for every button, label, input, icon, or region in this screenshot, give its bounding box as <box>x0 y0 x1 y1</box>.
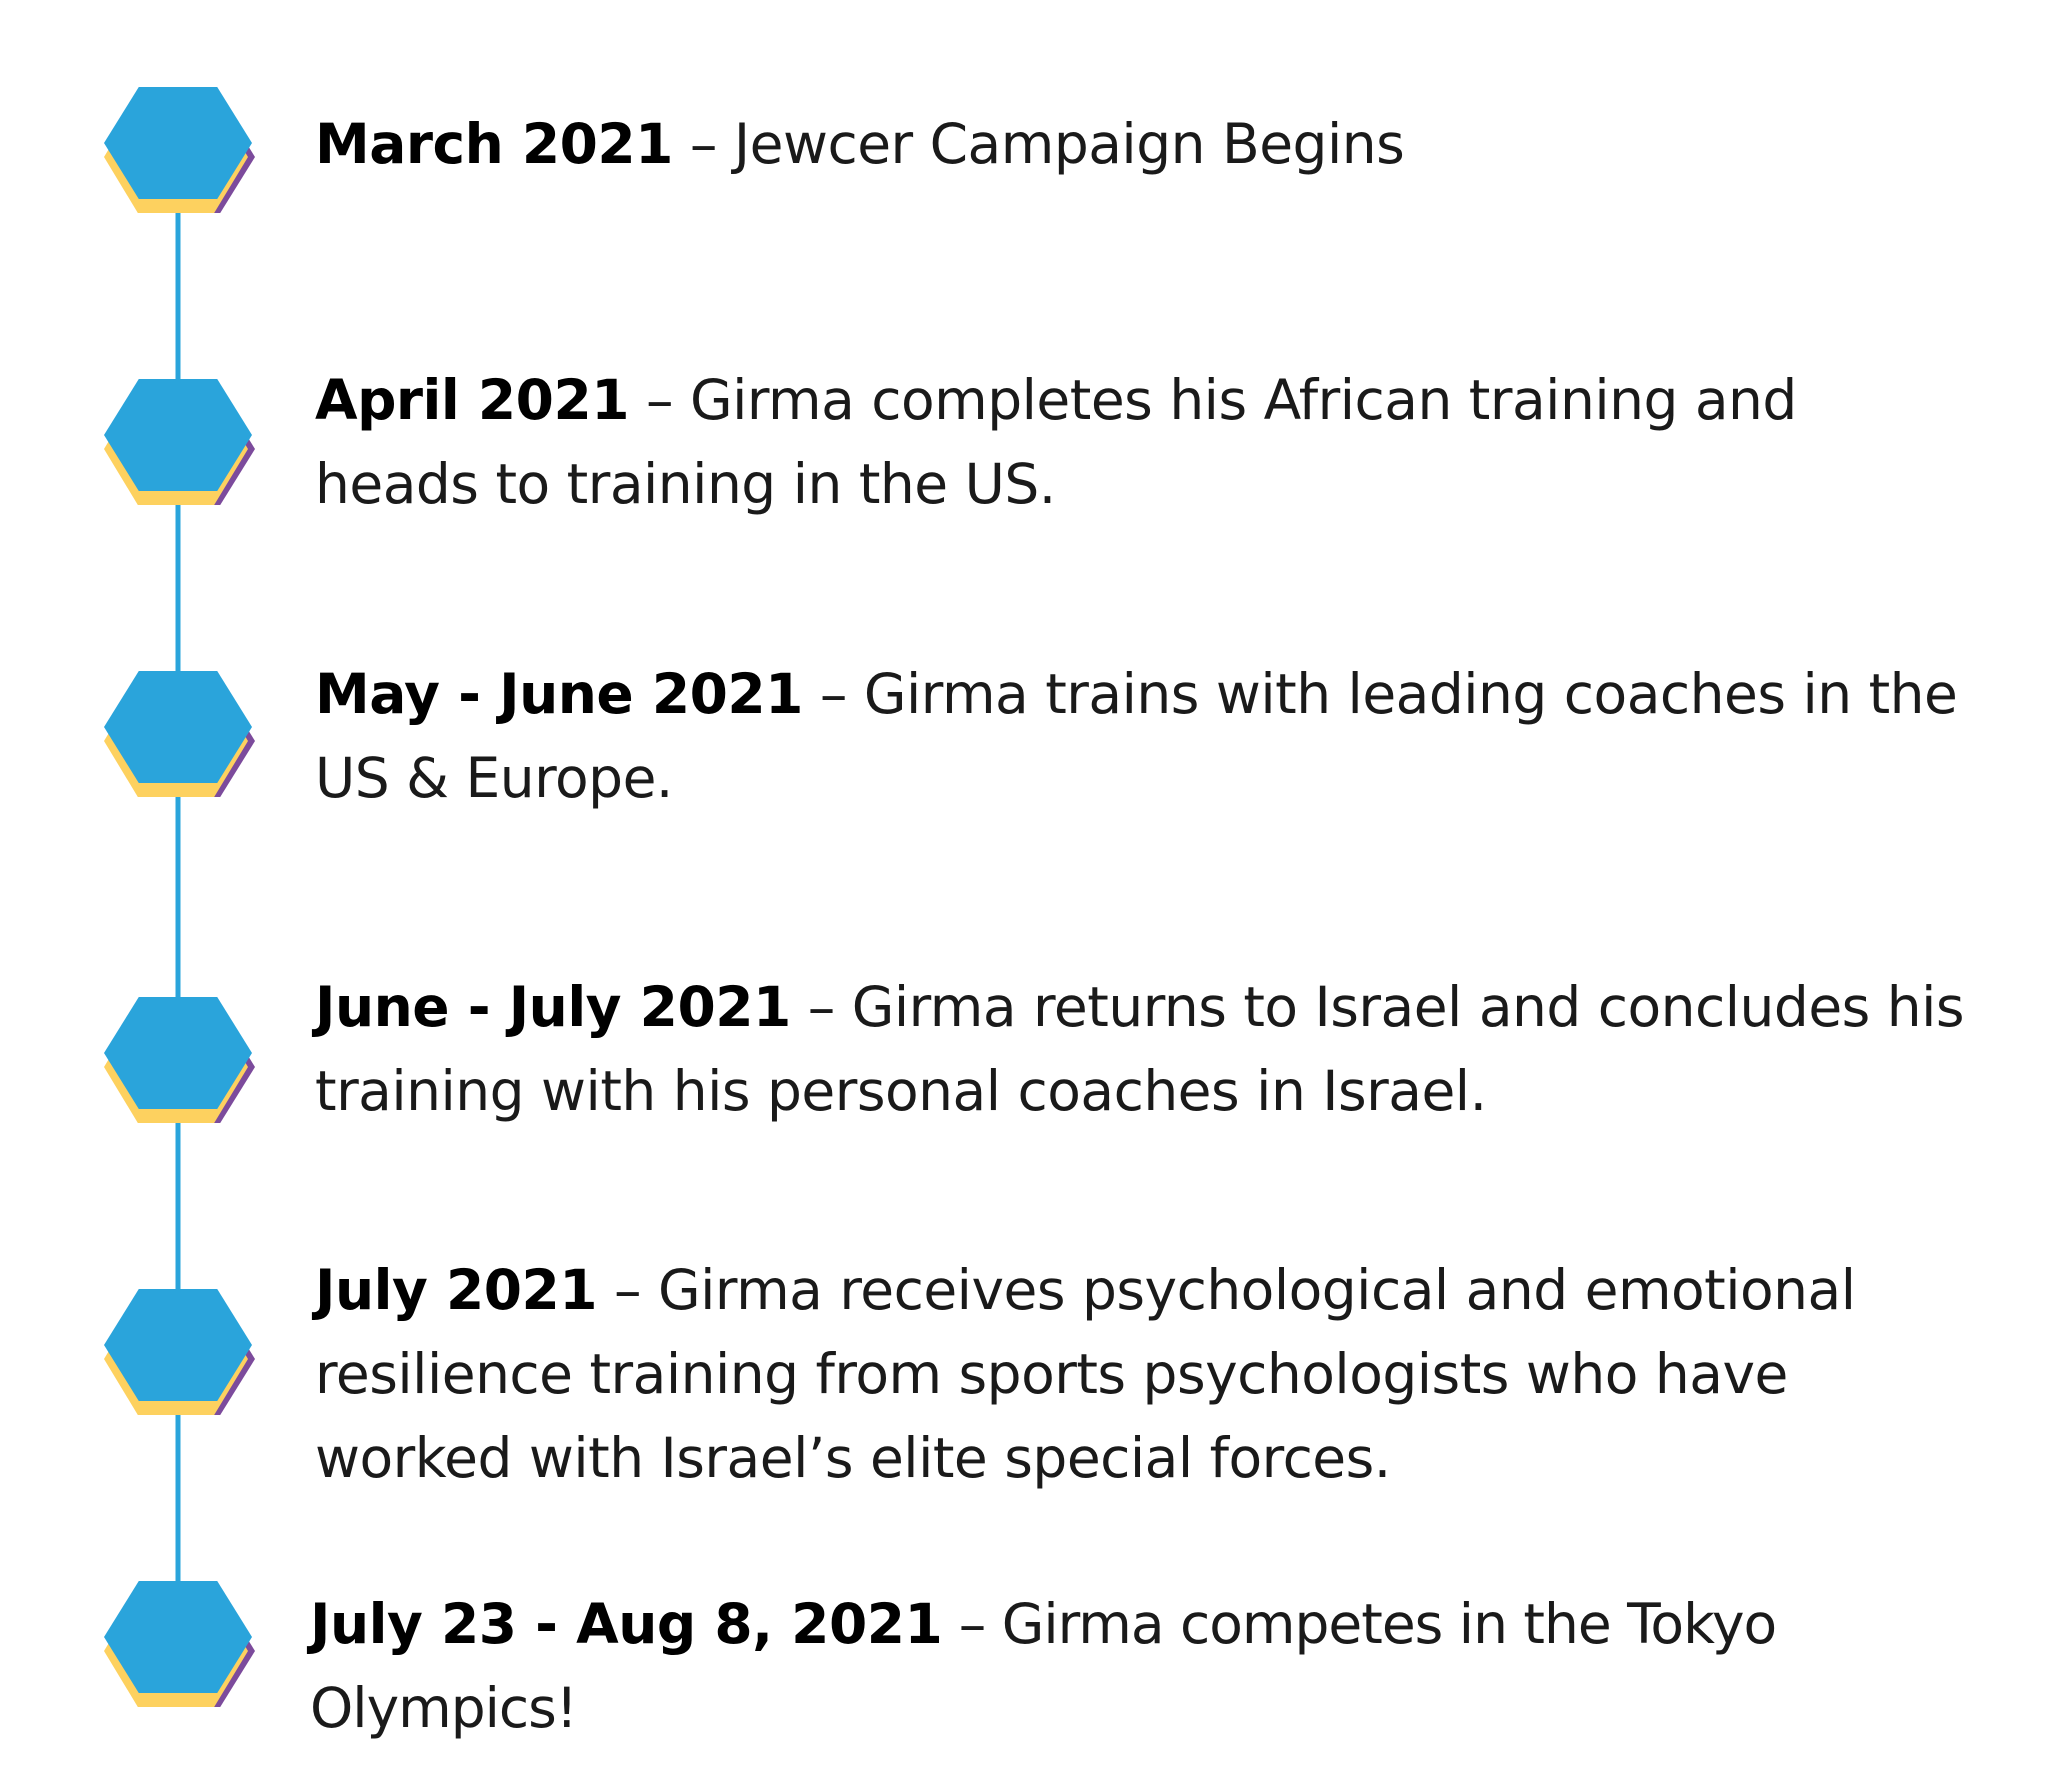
hexagon-face <box>104 87 252 199</box>
entry-separator: – <box>942 1592 1002 1656</box>
timeline-entry-march-2021: March 2021 – Jewcer Campaign Begins <box>315 102 2015 186</box>
timeline-entry-june-july-2021: June - July 2021 – Girma returns to Isra… <box>315 965 1975 1133</box>
hexagon-marker-icon <box>104 997 255 1123</box>
entry-description: Girma completes his African training and… <box>315 368 1797 516</box>
entry-description: Girma receives psychological and emotion… <box>315 1258 1856 1490</box>
timeline-entry-april-2021: April 2021 – Girma completes his African… <box>315 358 1975 526</box>
entry-date: April 2021 <box>315 368 630 432</box>
hexagon-marker-icon <box>104 671 255 797</box>
entry-separator: – <box>629 368 690 432</box>
timeline-markers <box>104 87 255 1707</box>
entry-date: May - June 2021 <box>315 662 803 726</box>
entry-description: Girma competes in the Tokyo Olympics! <box>310 1592 1777 1740</box>
hexagon-marker-icon <box>104 1581 255 1707</box>
timeline-entry-july-2021: July 2021 – Girma receives psychological… <box>315 1248 1915 1500</box>
entry-date: July 2021 <box>315 1258 598 1322</box>
entry-separator: – <box>597 1258 659 1322</box>
entry-date: March 2021 <box>315 112 673 176</box>
entry-date: June - July 2021 <box>315 975 791 1039</box>
entry-date: July 23 - Aug 8, 2021 <box>310 1592 943 1656</box>
hexagon-marker-icon <box>104 87 255 213</box>
entry-separator: – <box>802 662 864 726</box>
hexagon-face <box>104 379 252 491</box>
hexagon-marker-icon <box>104 379 255 505</box>
hexagon-face <box>104 1581 252 1693</box>
timeline-entry-may-june-2021: May - June 2021 – Girma trains with lead… <box>315 652 1975 820</box>
entry-separator: – <box>790 975 852 1039</box>
hexagon-marker-icon <box>104 1289 255 1415</box>
entry-description: Jewcer Campaign Begins <box>733 112 1405 176</box>
hexagon-face <box>104 671 252 783</box>
hexagon-face <box>104 1289 252 1401</box>
entry-description: Girma returns to Israel and concludes hi… <box>315 975 1965 1123</box>
entry-separator: – <box>672 112 734 176</box>
entry-description: Girma trains with leading coaches in the… <box>315 662 1958 810</box>
timeline-entry-july-23-aug-8-2021: July 23 - Aug 8, 2021 – Girma competes i… <box>310 1582 2040 1750</box>
hexagon-face <box>104 997 252 1109</box>
